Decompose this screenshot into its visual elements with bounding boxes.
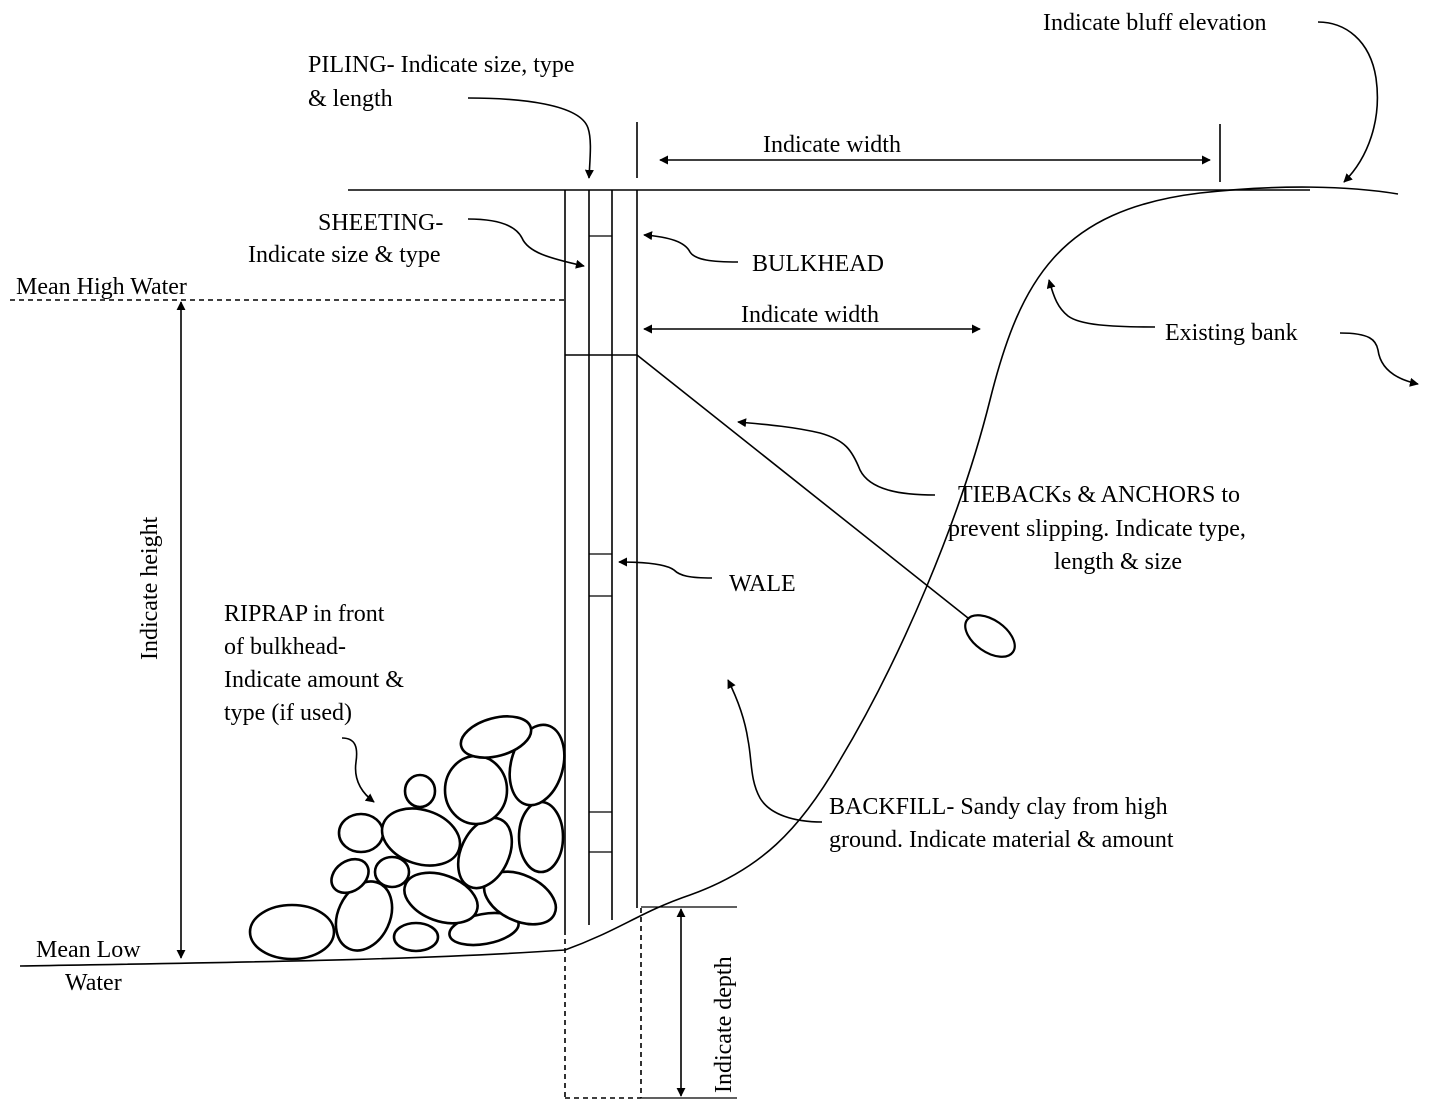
wale-label: WALE <box>729 571 796 597</box>
riprap-rock <box>392 921 440 953</box>
bluff-elevation-leader <box>1317 21 1379 183</box>
riprap-label-line1: RIPRAP in front <box>224 601 385 627</box>
depth-label: Indicate depth <box>711 956 737 1093</box>
existing-bank-curve <box>839 186 1399 761</box>
riprap-rock <box>459 715 533 759</box>
tiebacks-leader <box>737 418 936 496</box>
tieback-rod <box>636 354 969 619</box>
backfill-leader <box>727 679 823 823</box>
width-middle-label: Indicate width <box>741 302 879 328</box>
riprap-label-line3: Indicate amount & <box>224 667 404 693</box>
riprap-rock <box>443 754 509 826</box>
piling-label-line1: PILING- Indicate size, type <box>308 52 575 78</box>
riprap-rock <box>456 816 514 890</box>
piling-leader <box>467 97 594 179</box>
existing-bank-leader <box>1046 279 1156 328</box>
width-top-label: Indicate width <box>763 132 901 158</box>
riprap-rock <box>403 773 437 809</box>
riprap-rock <box>248 903 336 961</box>
riprap-leader <box>341 737 375 803</box>
riprap-rock <box>373 855 411 889</box>
mean-low-water-label-line1: Mean Low <box>36 937 141 963</box>
riprap-label-line2: of bulkhead- <box>224 634 346 660</box>
piling-label-line2: & length <box>308 86 393 112</box>
bottom-grade-curve <box>564 759 841 951</box>
sheeting-leader <box>467 218 585 269</box>
riprap-rock <box>380 807 462 867</box>
tiebacks-label-line1: TIEBACKs & ANCHORS to <box>958 482 1240 508</box>
bulkhead-structure <box>564 122 1221 1099</box>
bulkhead-leader <box>643 231 739 263</box>
bulkhead-label: BULKHEAD <box>752 251 884 277</box>
wale-leader <box>618 557 713 579</box>
riprap-rocks <box>248 715 566 961</box>
tiebacks-label-line3: length & size <box>1054 549 1182 575</box>
riprap-label-line4: type (if used) <box>224 700 352 726</box>
height-label: Indicate height <box>137 516 163 660</box>
sheeting-label-line1: SHEETING- <box>318 210 443 236</box>
riprap-rock <box>337 812 385 854</box>
existing-bank-leader-right <box>1339 332 1419 387</box>
riprap-rock <box>403 871 479 925</box>
mean-high-water-label: Mean High Water <box>16 274 187 300</box>
backfill-label-line2: ground. Indicate material & amount <box>829 827 1174 853</box>
existing-bank-label: Existing bank <box>1165 320 1298 346</box>
tiebacks-label-line2: prevent slipping. Indicate type, <box>948 516 1246 542</box>
mean-low-water-line <box>19 949 566 967</box>
mean-low-water-label-line2: Water <box>65 970 122 996</box>
anchor <box>964 614 1016 658</box>
bluff-elevation-label: Indicate bluff elevation <box>1043 10 1266 36</box>
backfill-label-line1: BACKFILL- Sandy clay from high <box>829 794 1168 820</box>
riprap-rock <box>517 800 565 874</box>
sheeting-label-line2: Indicate size & type <box>248 242 441 268</box>
riprap-rock <box>330 857 370 895</box>
